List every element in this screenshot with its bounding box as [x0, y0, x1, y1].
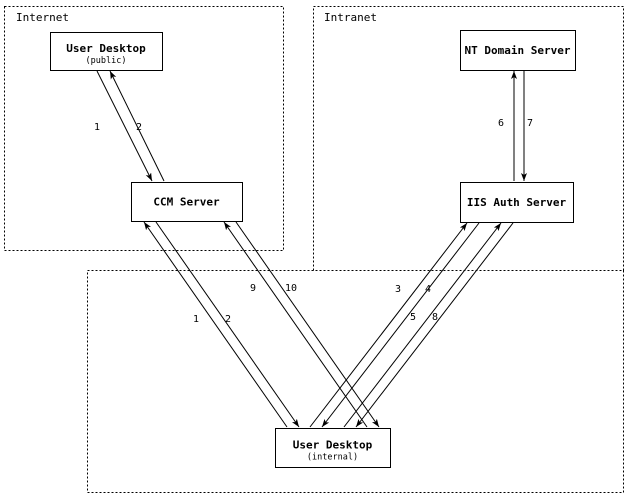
- flow-flow-2-public: 2: [109, 70, 165, 182]
- flow-flow-7: 7: [521, 71, 533, 181]
- flow-label-flow-4: 4: [425, 284, 431, 295]
- zone-label-intranet: Intranet: [324, 11, 377, 24]
- flow-line-flow-8: [355, 222, 514, 428]
- node-ccm-server[interactable]: CCM Server: [131, 182, 243, 222]
- security-zone-internal-lan: [87, 270, 624, 493]
- flow-label-flow-2-internal: 2: [225, 314, 231, 325]
- zone-boundary-internal-lan: [87, 270, 624, 493]
- zone-label-internet: Internet: [16, 11, 69, 24]
- flow-label-flow-8: 8: [432, 312, 438, 323]
- flow-line-flow-2-public: [109, 70, 165, 182]
- node-title-ccm-server: CCM Server: [153, 196, 220, 209]
- node-title-nt-domain-server: NT Domain Server: [465, 44, 571, 57]
- node-box-ccm-server[interactable]: [131, 182, 243, 222]
- flow-label-flow-10: 10: [285, 283, 297, 294]
- flow-line-flow-9: [223, 221, 368, 428]
- message-flows-layer: 1 2 1 2 9 10 3 4 5 8 6 7: [94, 70, 533, 428]
- node-title-iis-auth-server: IIS Auth Server: [467, 196, 567, 209]
- flow-label-flow-6: 6: [498, 118, 504, 129]
- flow-label-flow-3: 3: [395, 284, 401, 295]
- flow-flow-3: 3: [309, 222, 468, 428]
- flow-line-flow-2-internal: [155, 221, 300, 428]
- flow-label-flow-5: 5: [410, 312, 416, 323]
- flow-flow-8: 8: [355, 222, 514, 428]
- node-box-user-desktop-internal[interactable]: [275, 428, 391, 468]
- flow-flow-1-internal: 1: [143, 221, 288, 428]
- flow-flow-5: 5: [343, 222, 502, 428]
- security-zones-layer: Internet Intranet: [4, 6, 624, 493]
- node-box-user-desktop-public[interactable]: [50, 32, 163, 71]
- flow-flow-9: 9: [223, 221, 368, 428]
- node-box-iis-auth-server[interactable]: [460, 182, 574, 223]
- flow-line-flow-1-public: [96, 70, 153, 182]
- flow-flow-4: 4: [321, 222, 480, 428]
- node-subtitle-user-desktop-public: (public): [86, 56, 127, 66]
- node-user-desktop-internal[interactable]: User Desktop(internal): [275, 428, 391, 468]
- node-box-nt-domain-server[interactable]: [460, 30, 576, 71]
- node-nt-domain-server[interactable]: NT Domain Server: [460, 30, 576, 71]
- flow-line-flow-3: [309, 222, 468, 428]
- flow-line-flow-10: [235, 221, 380, 428]
- node-subtitle-user-desktop-internal: (internal): [307, 453, 358, 463]
- node-user-desktop-public[interactable]: User Desktop(public): [50, 32, 163, 71]
- node-iis-auth-server[interactable]: IIS Auth Server: [460, 182, 574, 223]
- security-zone-internet: Internet: [4, 6, 284, 251]
- flow-label-flow-9: 9: [250, 283, 256, 294]
- node-title-user-desktop-internal: User Desktop: [293, 439, 373, 452]
- flow-flow-6: 6: [498, 71, 517, 181]
- node-title-user-desktop-public: User Desktop: [66, 42, 146, 55]
- flow-flow-10: 10: [235, 221, 380, 428]
- flow-line-flow-5: [343, 222, 502, 428]
- flow-label-flow-2-public: 2: [136, 122, 142, 133]
- flow-flow-2-internal: 2: [155, 221, 300, 428]
- flow-label-flow-1-public: 1: [94, 122, 100, 133]
- flow-line-flow-1-internal: [143, 221, 288, 428]
- flow-label-flow-1-internal: 1: [193, 314, 199, 325]
- flow-label-flow-7: 7: [527, 118, 533, 129]
- zone-boundary-internet: [4, 6, 284, 251]
- flow-flow-1-public: 1: [94, 70, 153, 182]
- flow-line-flow-4: [321, 222, 480, 428]
